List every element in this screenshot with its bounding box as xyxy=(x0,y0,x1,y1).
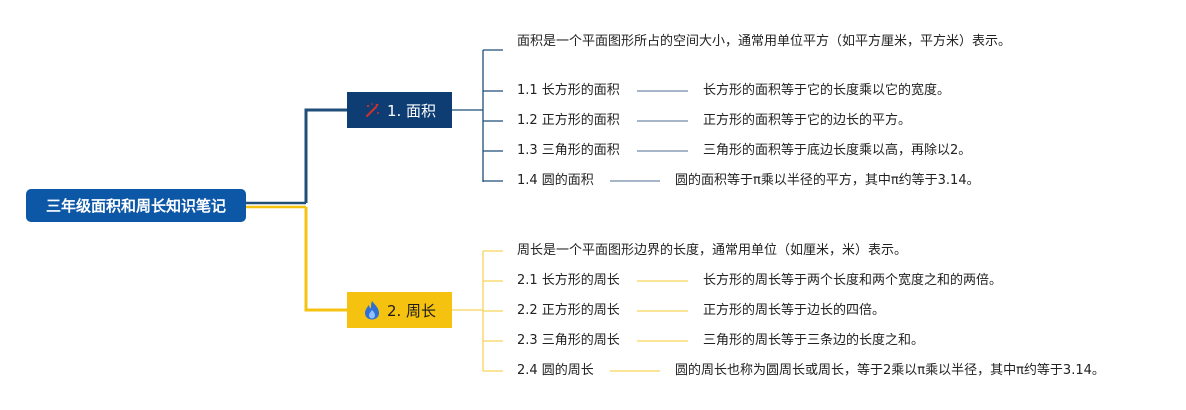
perimeter-item-desc: 圆的周长也称为圆周长或周长，等于2乘以π乘以半径，其中π约等于3.14。 xyxy=(675,363,1105,378)
area-item-desc: 长方形的面积等于它的长度乘以它的宽度。 xyxy=(703,83,951,98)
perimeter-definition: 周长是一个平面图形边界的长度，通常用单位（如厘米，米）表示。 xyxy=(517,243,908,258)
perimeter-item-title: 2.2 正方形的周长 xyxy=(517,303,620,318)
perimeter-item-desc: 长方形的周长等于两个长度和两个宽度之和的两倍。 xyxy=(703,273,1003,288)
sparkle-wand-icon xyxy=(363,101,381,119)
area-definition: 面积是一个平面图形所占的空间大小，通常用单位平方（如平方厘米，平方米）表示。 xyxy=(517,34,1012,49)
perimeter-item-desc: 正方形的周长等于边长的四倍。 xyxy=(703,303,886,318)
root-connectors xyxy=(246,108,347,312)
area-item-desc: 正方形的面积等于它的边长的平方。 xyxy=(703,113,912,128)
area-item-title: 1.1 长方形的面积 xyxy=(517,83,620,98)
branch-perimeter[interactable]: 2. 周长 xyxy=(347,292,452,328)
perimeter-item-title: 2.3 三角形的周长 xyxy=(517,333,620,348)
branch-perimeter-label: 2. 周长 xyxy=(386,301,437,320)
root-node[interactable]: 三年级面积和周长知识笔记 xyxy=(26,189,246,222)
perimeter-item-title: 2.1 长方形的周长 xyxy=(517,273,620,288)
area-item-desc: 三角形的面积等于底边长度乘以高，再除以2。 xyxy=(703,143,972,158)
area-item-title: 1.2 正方形的面积 xyxy=(517,113,620,128)
fire-icon xyxy=(363,300,381,320)
perimeter-connectors xyxy=(452,250,688,372)
root-title: 三年级面积和周长知识笔记 xyxy=(45,197,226,215)
perimeter-item-title: 2.4 圆的周长 xyxy=(517,363,594,378)
perimeter-item-desc: 三角形的周长等于三条边的长度之和。 xyxy=(703,333,925,348)
area-item-title: 1.3 三角形的面积 xyxy=(517,143,620,158)
area-connectors xyxy=(452,49,688,182)
area-item-title: 1.4 圆的面积 xyxy=(517,173,594,188)
branch-area[interactable]: 1. 面积 xyxy=(347,92,452,128)
branch-area-label: 1. 面积 xyxy=(386,101,437,120)
area-item-desc: 圆的面积等于π乘以半径的平方，其中π约等于3.14。 xyxy=(675,173,980,188)
